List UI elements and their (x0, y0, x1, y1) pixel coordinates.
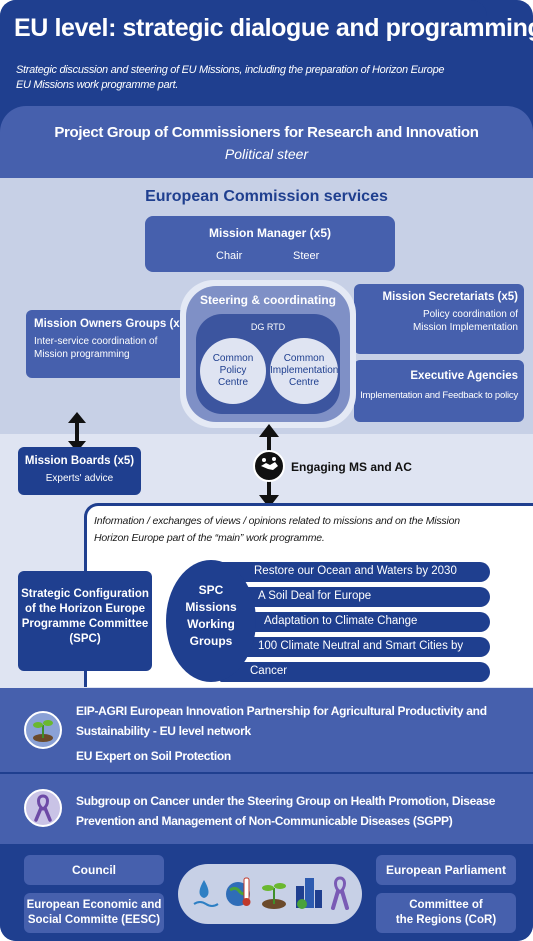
mission-pill-cancer: Cancer (220, 662, 490, 682)
plant-glyph-icon (33, 720, 53, 742)
commissioners-title: Project Group of Commissioners for Resea… (54, 124, 479, 141)
double-arrow-icon (68, 412, 86, 452)
cancer-subgroup-band (0, 774, 533, 844)
working-groups-line-1: SPC (198, 583, 224, 597)
commissioners-subtitle: Political steer (224, 146, 309, 162)
mission-manager-title: Mission Manager (x5) (208, 226, 332, 240)
mission-owners-box: Mission Owners Groups (x5) Inter-service… (26, 310, 190, 378)
subtitle-line-2: EU Missions work programme part. (16, 79, 179, 91)
common-policy-centre: Common Policy Centre (200, 338, 266, 404)
handshake-glyph-icon (261, 457, 278, 470)
eip-agri-band (0, 688, 533, 772)
spc-box: Strategic Configuration of the Horizon E… (18, 571, 152, 671)
common-implementation-centre: Common Implementation Centre (270, 338, 338, 404)
spc-title-line-1: Strategic Configuration (21, 588, 149, 600)
header-panel: EU level: strategic dialogue and program… (0, 0, 533, 112)
council-box: Council (24, 855, 164, 885)
mission-pill-climate: Adaptation to Climate Change (220, 612, 490, 632)
mission-manager-chair: Chair (216, 250, 243, 262)
mission-boards-box: Mission Boards (x5) Experts' advice (18, 447, 141, 495)
spc-title-line-4: (SPC) (69, 633, 101, 645)
plant-icon (24, 711, 62, 749)
water-drop-icon (193, 880, 219, 907)
working-groups-line-3: Working (187, 617, 235, 631)
implementation-centre-line-1: Common (283, 353, 325, 364)
policy-centre-line-3: Centre (217, 377, 248, 388)
cor-line-1: Committee of (409, 899, 483, 911)
soil-plant-icon (262, 883, 286, 909)
steering-inner: Steering & coordinating DG RTD Common Po… (186, 286, 350, 422)
handshake-icon (253, 450, 285, 482)
cor-box: Committee of the Regions (CoR) (376, 893, 516, 933)
cor-line-2: the Regions (CoR) (395, 914, 497, 926)
executive-agencies-title: Executive Agencies (410, 370, 518, 382)
steering-core: DG RTD Common Policy Centre Common Imple… (196, 314, 340, 414)
mission-manager-box: Mission Manager (x5) Chair Steer (145, 216, 395, 272)
cancer-ribbon-strip-icon (331, 876, 349, 910)
mission-owners-desc-1: Inter-service coordination of (34, 336, 158, 347)
eesc-box: European Economic and Social Committe (E… (24, 893, 164, 933)
mission-pill-soil: A Soil Deal for Europe (220, 587, 490, 607)
policy-centre-line-2: Policy (219, 365, 247, 376)
cancer-ribbon-icon (24, 789, 62, 827)
working-groups-line-2: Missions (185, 600, 237, 614)
subtitle-line-1: Strategic discussion and steering of EU … (16, 64, 445, 76)
commission-services-title: European Commission services (145, 188, 388, 205)
information-line-1: Information / exchanges of views / opini… (94, 515, 460, 527)
executive-agencies-box: Executive Agencies Implementation and Fe… (354, 360, 524, 422)
executive-agencies-desc: Implementation and Feedback to policy (360, 390, 518, 401)
mission-secretariats-desc-1: Policy coordination of (422, 309, 518, 320)
mission-icons-strip (178, 864, 362, 924)
eip-line-1: EIP-AGRI European Innovation Partnership… (76, 704, 487, 718)
working-groups-line-4: Groups (189, 634, 233, 648)
information-line-2: Horizon Europe part of the “main” work p… (94, 532, 325, 544)
dg-rtd-label: DG RTD (250, 322, 286, 332)
cancer-subgroup-line-1: Subgroup on Cancer under the Steering Gr… (76, 794, 496, 808)
commissioners-band: Project Group of Commissioners for Resea… (0, 106, 533, 178)
page-title: EU level: strategic dialogue and program… (14, 14, 533, 42)
mission-boards-title: Mission Boards (x5) (24, 455, 135, 467)
parliament-box: European Parliament (376, 855, 516, 885)
eesc-line-1: European Economic and (26, 899, 162, 911)
eip-line-2: Sustainability - EU level network (76, 724, 251, 738)
mission-secretariats-title: Mission Secretariats (x5) (382, 291, 518, 303)
cancer-subgroup-line-2: Prevention and Management of Non-Communi… (76, 814, 453, 828)
spc-working-groups-circle: SPC Missions Working Groups (166, 560, 256, 682)
steering-title: Steering & coordinating (199, 293, 336, 307)
mission-manager-steer: Steer (293, 250, 320, 262)
engaging-label: Engaging MS and AC (291, 460, 412, 474)
spc-title-line-3: Programme Committee (21, 618, 149, 630)
city-icon (296, 878, 322, 909)
mission-pill-ocean: Restore our Ocean and Waters by 2030 (220, 562, 490, 582)
implementation-centre-line-3: Centre (288, 377, 319, 388)
mission-icons-glyphs (193, 876, 349, 910)
ribbon-glyph-icon (34, 794, 52, 822)
implementation-centre-line-2: Implementation (270, 365, 339, 376)
globe-thermometer-icon (226, 877, 251, 906)
eip-line-3: EU Expert on Soil Protection (76, 749, 231, 763)
mission-owners-desc-2: Mission programming (34, 349, 130, 360)
steering-coordinating-box: Steering & coordinating DG RTD Common Po… (180, 280, 356, 428)
mission-owners-title: Mission Owners Groups (x5) (34, 318, 190, 330)
mission-pill-cities: 100 Climate Neutral and Smart Cities by … (220, 637, 490, 671)
spc-title-line-2: of the Horizon Europe (24, 603, 146, 615)
mission-secretariats-desc-2: Mission Implementation (412, 322, 518, 333)
eesc-line-2: Social Committe (EESC) (27, 914, 161, 926)
mission-boards-desc: Experts' advice (45, 473, 114, 484)
mission-secretariats-box: Mission Secretariats (x5) Policy coordin… (354, 284, 524, 354)
policy-centre-line-1: Common (212, 353, 254, 364)
